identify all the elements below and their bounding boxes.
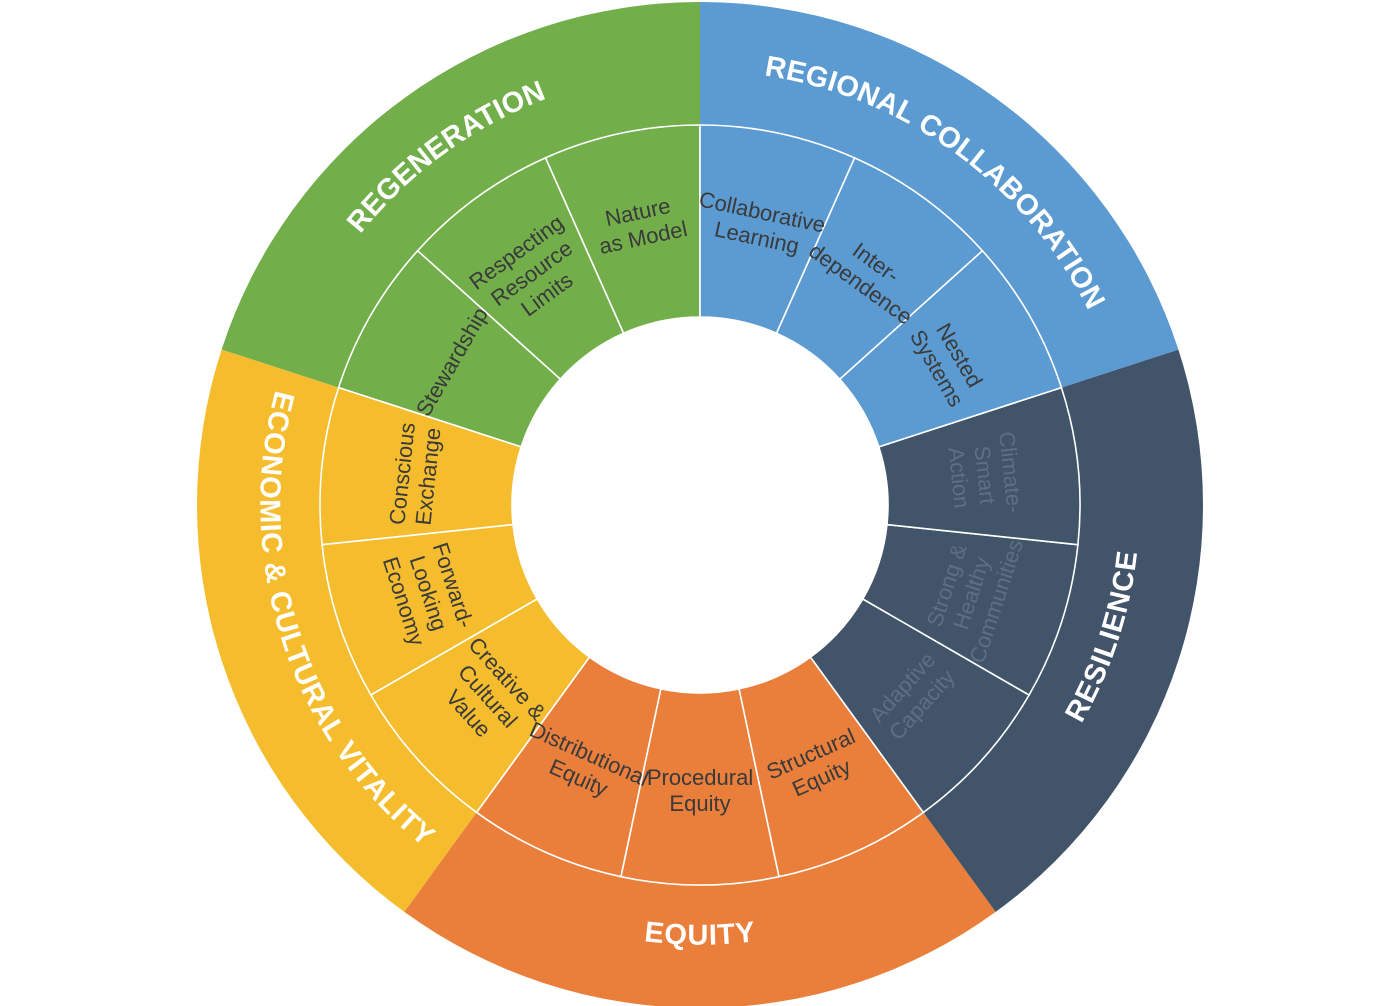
subsection-label-conscious-exchange: ConsciousExchange <box>384 421 445 528</box>
center-hole <box>512 317 888 693</box>
section-resilience <box>923 349 1204 912</box>
section-regeneration <box>221 2 700 388</box>
section-equity <box>404 812 996 1006</box>
section-label-equity: EQUITY <box>643 916 757 951</box>
section-economic-and-cultural-vitality <box>197 349 477 912</box>
outer-ring <box>197 2 1204 1006</box>
section-regional-collaboration <box>700 2 1179 388</box>
